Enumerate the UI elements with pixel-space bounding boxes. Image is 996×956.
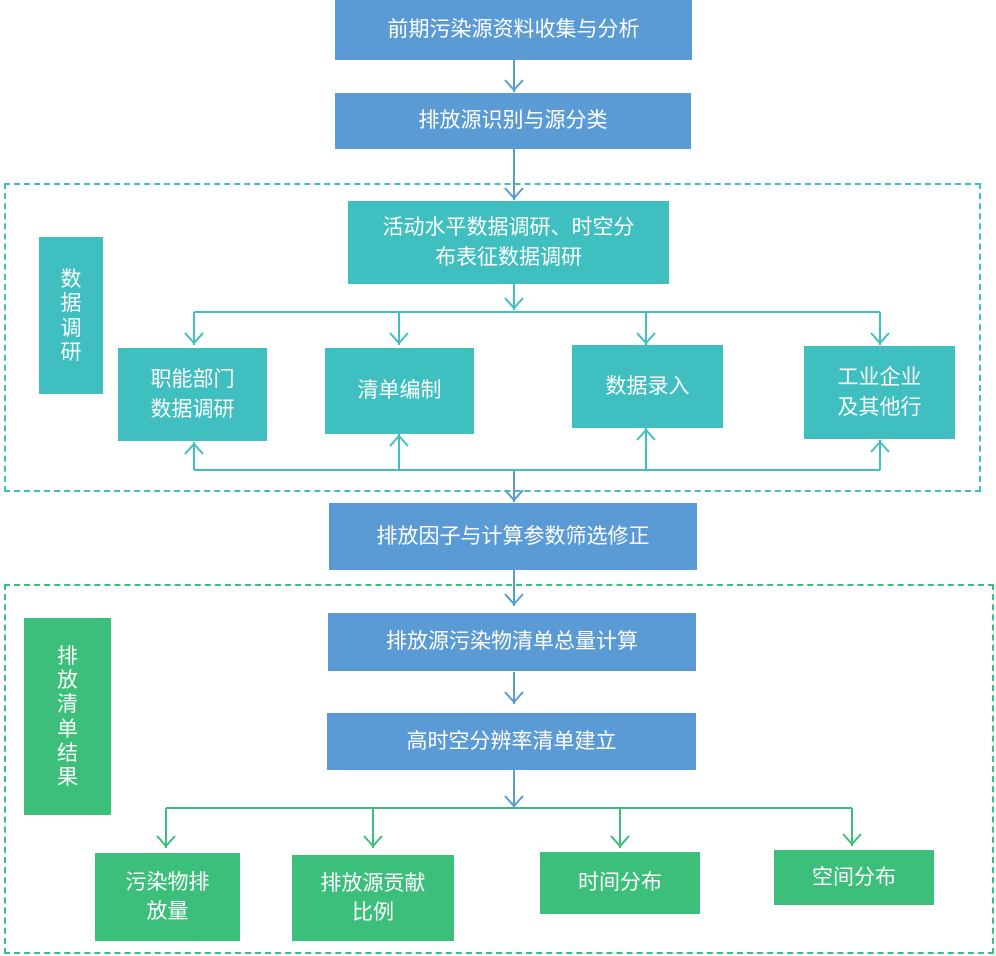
result-item-spatial-distribution: 空间分布 [774,850,934,905]
research-item-departments: 职能部门 数据调研 [118,348,267,441]
step-collect-analysis: 前期污染源资料收集与分析 [335,0,692,60]
research-item-data-entry: 数据录入 [572,345,723,428]
step-high-resolution-inventory: 高时空分辨率清单建立 [327,713,696,770]
step-activity-data-line1: 活动水平数据调研、时空分 [382,215,635,240]
result-item-source-contribution: 排放源贡献 比例 [292,855,454,941]
result-item-temporal-distribution: 时间分布 [540,852,700,914]
results-group-label: 排 放 清 单 结 果 [24,618,111,815]
step-emission-factors: 排放因子与计算参数筛选修正 [329,503,697,570]
step-activity-data-research: 活动水平数据调研、时空分 布表征数据调研 [348,201,669,284]
step-source-identification: 排放源识别与源分类 [335,93,691,149]
step-total-calculation: 排放源污染物清单总量计算 [328,613,696,671]
step-activity-data-line2: 布表征数据调研 [435,244,582,269]
research-group-label: 数 据 调 研 [39,237,103,394]
step-source-identification-label: 排放源识别与源分类 [418,108,608,133]
research-item-inventory: 清单编制 [325,348,474,434]
research-item-industry: 工业企业 及其他行 [804,346,955,439]
step-collect-analysis-label: 前期污染源资料收集与分析 [387,17,640,42]
result-item-emissions: 污染物排 放量 [95,853,240,941]
